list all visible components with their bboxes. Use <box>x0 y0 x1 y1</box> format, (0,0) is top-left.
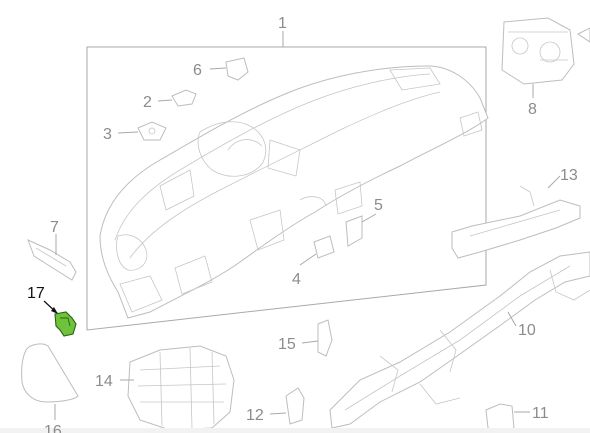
callout-12: 12 <box>246 407 264 424</box>
part-10-cross-car-beam[interactable] <box>329 251 590 429</box>
part-13-support-bracket[interactable] <box>451 175 581 259</box>
part-17-highlighted[interactable] <box>43 300 77 337</box>
callout-16: 16 <box>44 423 62 433</box>
callout-15: 15 <box>278 336 296 353</box>
part-12-bracket[interactable] <box>269 387 305 425</box>
callout-11: 11 <box>532 405 549 422</box>
part-16-end-cap[interactable] <box>21 343 79 420</box>
instrument-panel-frame <box>86 31 487 331</box>
callout-2: 2 <box>143 94 152 111</box>
callout-14: 14 <box>95 373 113 390</box>
callout-5: 5 <box>374 197 383 214</box>
callout-3: 3 <box>103 126 112 143</box>
part-3-bracket[interactable] <box>117 121 167 141</box>
part-7-trim-strip[interactable] <box>27 234 77 281</box>
callout-8: 8 <box>528 101 537 118</box>
part-4-bracket[interactable] <box>299 235 335 266</box>
part-11-bracket[interactable] <box>485 403 530 433</box>
part-8-housing[interactable] <box>501 17 590 98</box>
callout-1: 1 <box>278 15 287 32</box>
callout-6: 6 <box>193 62 202 79</box>
part-14-air-duct[interactable] <box>120 345 235 431</box>
part-15-clip[interactable] <box>301 319 333 357</box>
part-6-mount[interactable] <box>209 57 249 81</box>
callout-13: 13 <box>560 167 578 184</box>
callout-7: 7 <box>50 219 59 236</box>
callout-4: 4 <box>292 271 301 288</box>
instrument-panel[interactable] <box>99 65 489 319</box>
callout-10: 10 <box>518 322 536 339</box>
part-5-bracket[interactable] <box>345 213 377 247</box>
callout-17: 17 <box>27 285 45 302</box>
part-2-clip[interactable] <box>157 89 197 107</box>
